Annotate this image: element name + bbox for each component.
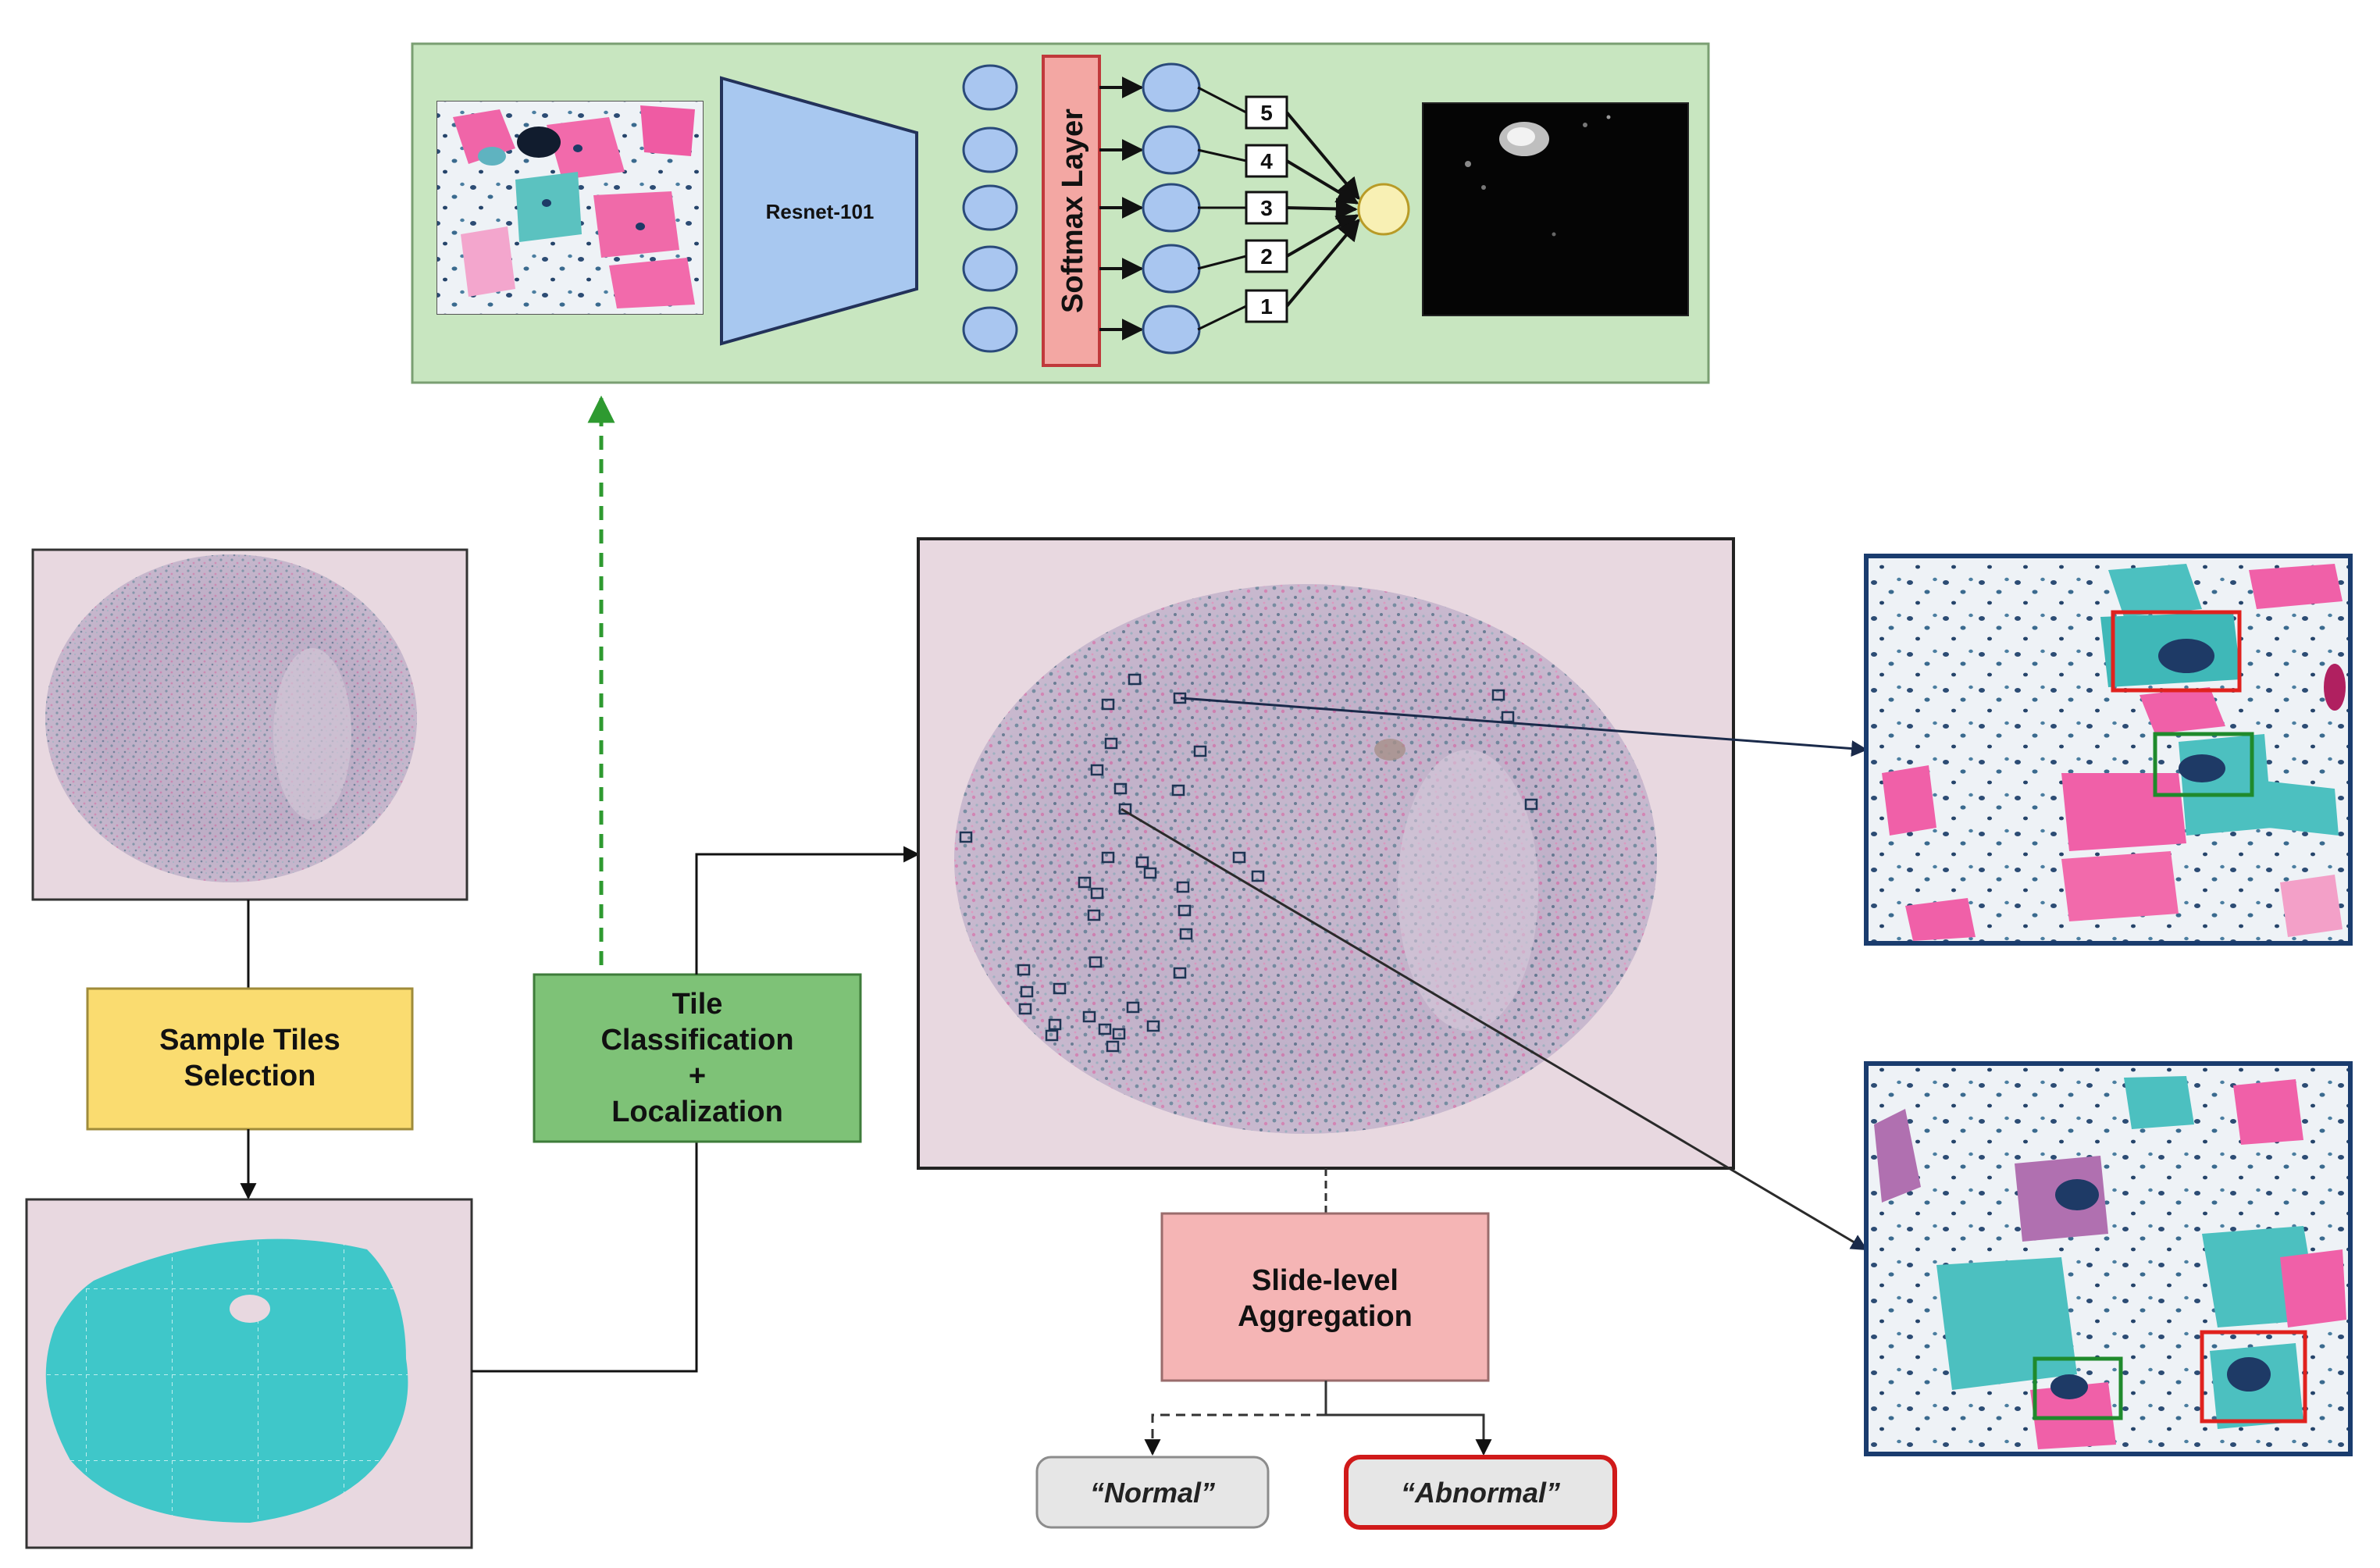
slide-agg-label-line1: Slide-level: [1252, 1264, 1398, 1297]
abnormal-outcome-box: “Abnormal”: [1344, 1455, 1617, 1530]
output-arrows: [1285, 111, 1360, 308]
abnormal-label: “Abnormal”: [1401, 1477, 1560, 1509]
tile-class-label-line4: Localization: [611, 1096, 783, 1128]
tile-classification-box: Tile Classification + Localization: [533, 973, 862, 1143]
selected-tiles-image: [25, 1198, 473, 1549]
softmax-output-arrows: [1099, 77, 1144, 340]
class-label: 2: [1260, 244, 1273, 269]
class-box-3: 3: [1245, 191, 1288, 225]
normal-label: “Normal”: [1090, 1477, 1215, 1509]
localization-heatmap-image: [1422, 102, 1689, 316]
class-box-1: 1: [1245, 289, 1288, 323]
neuron-icon: [962, 184, 1018, 231]
class-number-boxes: 5 4 3 2 1: [1245, 95, 1288, 323]
softmax-label: Softmax Layer: [1056, 109, 1089, 313]
tile-class-label-line3: +: [689, 1060, 706, 1092]
neuron-icon: [962, 64, 1018, 111]
class-label: 3: [1260, 196, 1273, 220]
sample-tiles-selection-box: Sample Tiles Selection: [86, 987, 414, 1131]
zoom-line-top: [1180, 697, 1869, 757]
tile-class-label-line2: Classification: [600, 1024, 793, 1057]
neuron-icon: [962, 306, 1018, 353]
hidden-layer: [962, 64, 1018, 353]
class-box-5: 5: [1245, 95, 1288, 130]
neuron-icon: [962, 245, 1018, 292]
neuron-icon: [1142, 244, 1201, 294]
class-connectors: [1197, 86, 1247, 331]
output-node-icon: [1357, 183, 1410, 236]
connector-line: [695, 846, 921, 975]
resnet-label: Resnet-101: [766, 200, 875, 223]
zoom-line-bottom: [1121, 807, 1868, 1251]
neuron-icon: [1142, 305, 1201, 355]
green-detection-box: [2033, 1356, 2123, 1420]
red-detection-box: [2111, 610, 2242, 693]
input-tile-image: [436, 101, 704, 315]
detected-tiles: [959, 673, 1538, 1053]
zoom-panel-top: [1864, 554, 2353, 946]
neuron-icon: [1142, 125, 1201, 175]
slide-agg-label-line2: Aggregation: [1238, 1300, 1413, 1333]
class-label: 1: [1260, 294, 1273, 319]
class-box-4: 4: [1245, 144, 1288, 178]
neuron-icon: [1142, 183, 1201, 233]
connector-line: [472, 1142, 698, 1373]
branch-abnormal: [1326, 1413, 1492, 1456]
zoom-panel-bottom: [1864, 1061, 2353, 1456]
resnet-backbone-block: Resnet-101: [720, 76, 918, 346]
class-box-2: 2: [1245, 239, 1288, 273]
normal-outcome-box: “Normal”: [1035, 1456, 1270, 1529]
class-label: 5: [1260, 101, 1273, 125]
red-detection-box: [2200, 1330, 2307, 1424]
slide-aggregation-box: Slide-level Aggregation: [1160, 1212, 1490, 1382]
softmax-layer: Softmax Layer: [1042, 55, 1101, 367]
whole-slide-image: [31, 548, 469, 901]
sample-tiles-label-line1: Sample Tiles: [159, 1024, 340, 1057]
neuron-icon: [962, 127, 1018, 173]
annotated-slide-image: [917, 537, 1735, 1170]
neuron-icon: [1142, 62, 1201, 112]
dashed-branch-normal: [1144, 1413, 1326, 1456]
tile-class-label-line1: Tile: [672, 988, 723, 1021]
class-label: 4: [1260, 149, 1273, 173]
sample-tiles-label-line2: Selection: [184, 1060, 316, 1092]
network-panel: Resnet-101 Softmax Layer: [411, 42, 1710, 384]
green-detection-box: [2153, 732, 2254, 797]
